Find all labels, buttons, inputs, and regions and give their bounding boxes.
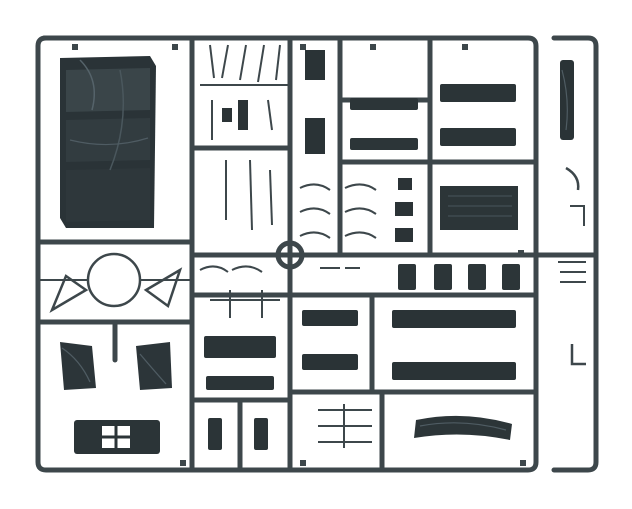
lamp-part — [395, 202, 413, 216]
small-block — [238, 100, 248, 130]
body-panel — [60, 56, 156, 228]
axle-part — [350, 98, 418, 110]
chassis-rail-short — [302, 310, 358, 326]
fender-left — [60, 342, 96, 390]
frame-triangle-left — [49, 274, 89, 313]
side-runner-parts — [558, 60, 586, 366]
axle-part — [350, 138, 418, 150]
step-part — [208, 418, 222, 450]
lamp-part — [395, 228, 413, 242]
bracket-parts — [299, 183, 377, 239]
chassis-rail-short — [302, 354, 358, 370]
tarp-roll-part — [414, 415, 512, 440]
plate-part — [440, 84, 516, 102]
tank-part — [204, 336, 276, 358]
sprue-hub — [275, 240, 305, 270]
small-parts-mid — [199, 265, 360, 318]
chassis-rail — [392, 310, 516, 328]
seat-back-part — [468, 264, 486, 290]
block-part — [305, 50, 325, 80]
step-part — [254, 418, 268, 450]
lamp-part — [398, 178, 412, 190]
seat-part — [440, 186, 518, 230]
rack-parts — [318, 404, 372, 448]
frame-triangle-right — [143, 267, 183, 309]
gate-nubs — [72, 44, 526, 466]
small-block — [222, 108, 232, 122]
small-parts-upper — [200, 44, 288, 231]
plate-part — [440, 128, 516, 146]
block-part — [305, 118, 325, 154]
tank-part — [206, 376, 274, 390]
fender-right — [136, 342, 172, 390]
grille-part — [74, 420, 160, 454]
seat-back-part — [502, 264, 520, 290]
seat-back-part — [434, 264, 452, 290]
chassis-rail — [392, 362, 516, 380]
seat-back-part — [398, 264, 416, 290]
